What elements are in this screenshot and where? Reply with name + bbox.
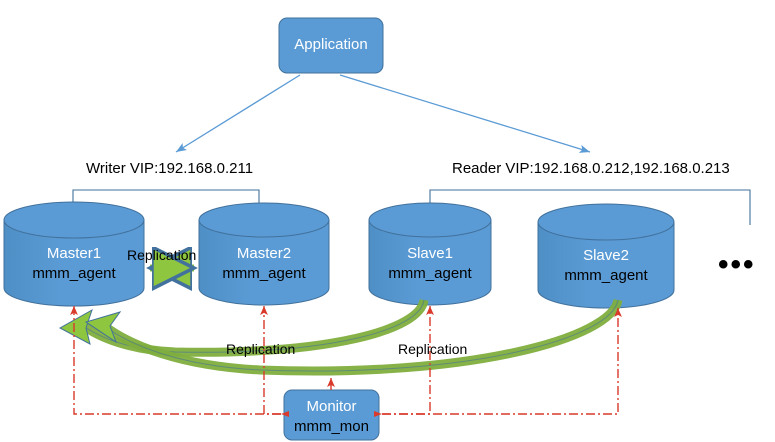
writer-vip-label: Writer VIP:192.168.0.211 [86, 160, 254, 177]
node-slave1[interactable] [368, 202, 492, 306]
node-master2[interactable] [198, 202, 330, 306]
monitor-inbound-arrowheads [281, 411, 382, 417]
edge-label-replication-masters: Replication [127, 247, 197, 263]
link-monitor-slave2 [382, 308, 622, 415]
application-node[interactable] [278, 17, 384, 74]
more-nodes-ellipsis: ••• [718, 248, 756, 281]
arrow-replication-slave1-to-master1 [58, 298, 429, 357]
connector-app-to-writer-vip [175, 74, 301, 153]
node-slave2[interactable] [537, 203, 675, 309]
connector-app-to-reader-vip [339, 74, 591, 153]
edge-label-replication-slave2: Replication [398, 341, 468, 357]
link-monitor-master1 [70, 306, 281, 415]
arrow-replication-slave2-to-master1 [84, 298, 623, 376]
bracket-reader-vip [429, 189, 751, 225]
monitor-node[interactable] [283, 389, 380, 441]
node-master1[interactable] [3, 201, 145, 307]
bracket-writer-vip [72, 189, 260, 212]
reader-vip-label: Reader VIP:192.168.0.212,192.168.0.213 [452, 160, 730, 177]
edge-label-replication-slave1: Replication [226, 341, 296, 357]
link-monitor-master2 [260, 306, 281, 415]
